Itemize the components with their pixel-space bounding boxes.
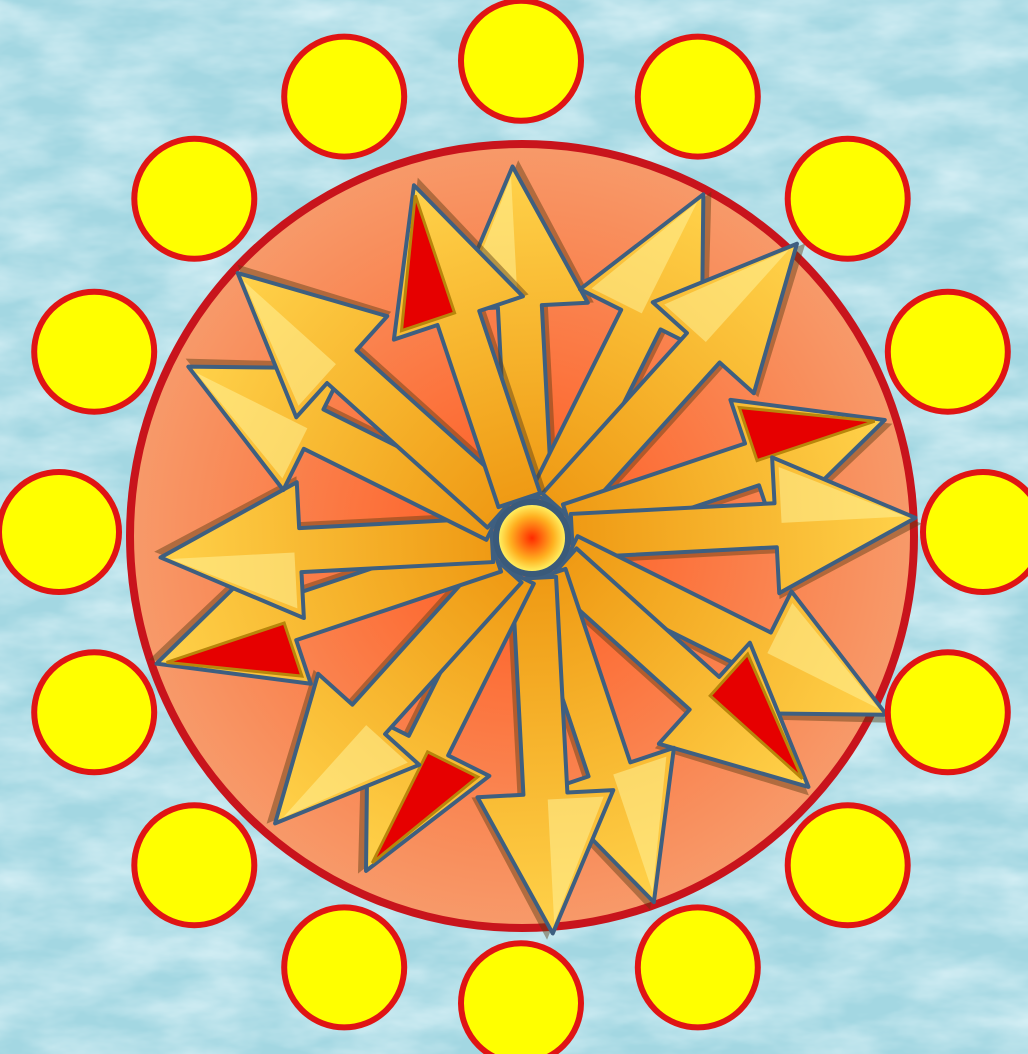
center-hub — [496, 502, 568, 574]
answer-circle-5[interactable] — [923, 472, 1028, 592]
answer-circle-4[interactable] — [888, 292, 1008, 412]
answer-circle-8[interactable] — [638, 907, 758, 1027]
answer-circle-11[interactable] — [134, 805, 254, 925]
starburst-center-icon — [496, 502, 568, 574]
answer-circle-1[interactable] — [461, 1, 581, 121]
answer-circle-9[interactable] — [461, 943, 581, 1054]
answer-circle-7[interactable] — [788, 805, 908, 925]
answer-circle-10[interactable] — [284, 907, 404, 1027]
answer-circle-14[interactable] — [34, 292, 154, 412]
answer-circle-16[interactable] — [284, 37, 404, 157]
answer-circle-12[interactable] — [34, 652, 154, 772]
answer-circle-3[interactable] — [788, 139, 908, 259]
answer-circle-6[interactable] — [888, 652, 1008, 772]
answer-circle-2[interactable] — [638, 37, 758, 157]
answer-circle-13[interactable] — [0, 472, 119, 592]
answer-circle-15[interactable] — [134, 139, 254, 259]
